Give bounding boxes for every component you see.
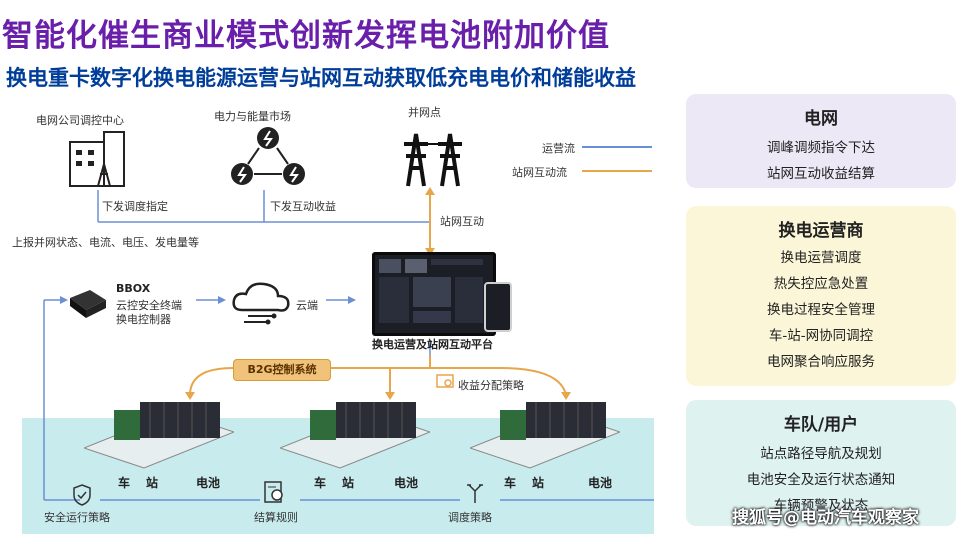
swap-station-2 <box>280 392 430 472</box>
revenue-strategy-label: 收益分配策略 <box>458 379 524 392</box>
station1-battery-label: 电池 <box>196 476 221 490</box>
legend-operation-label: 运营流 <box>542 142 575 155</box>
issue-dispatch-label: 下发调度指定 <box>102 200 168 213</box>
shield-icon <box>72 484 92 506</box>
b2g-control-system: B2G控制系统 <box>233 359 331 381</box>
station2-car-label: 车 <box>314 476 327 490</box>
station2-battery-label: 电池 <box>394 476 419 490</box>
fleet-panel-item: 车辆预警及状态 <box>773 498 869 514</box>
station3-battery-label: 电池 <box>588 476 613 490</box>
grid-panel-item: 站网互动收益结算 <box>767 166 875 182</box>
fleet-panel: 车队/用户 站点路径导航及规划 电池安全及运行状态通知 车辆预警及状态 <box>686 400 956 526</box>
station-grid-interaction-label: 站网互动 <box>440 215 484 228</box>
settlement-rules-label: 结算规则 <box>254 511 298 524</box>
station1-station-label: 站 <box>146 476 159 490</box>
cloud-icon <box>228 280 294 328</box>
watermark: 搜狐号@电动汽车观察家 <box>732 508 919 528</box>
mobile-phone <box>484 282 512 332</box>
operator-panel-item: 电网聚合响应服务 <box>767 354 875 370</box>
operator-panel-item: 热失控应急处置 <box>773 276 869 292</box>
operator-panel-item: 车-站-网协同调控 <box>768 328 874 344</box>
swap-station-3 <box>470 392 620 472</box>
power-market-label: 电力与能量市场 <box>214 110 291 123</box>
cloud-label: 云端 <box>296 299 318 312</box>
station3-station-label: 站 <box>532 476 545 490</box>
fleet-panel-title: 车队/用户 <box>783 415 859 435</box>
grid-panel-title: 电网 <box>804 109 838 129</box>
platform-monitor <box>372 252 496 336</box>
fleet-panel-item: 站点路径导航及规划 <box>760 446 882 462</box>
building-icon <box>62 128 132 190</box>
report-status-label: 上报并网状态、电流、电压、发电量等 <box>12 236 199 249</box>
safety-strategy-label: 安全运行策略 <box>44 511 110 524</box>
operator-panel: 换电运营商 换电运营调度 热失控应急处置 换电过程安全管理 车-站-网协同调控 … <box>686 206 956 386</box>
dispatch-arrows-icon <box>464 482 486 504</box>
bbox-title: BBOX <box>116 282 151 295</box>
station2-station-label: 站 <box>342 476 355 490</box>
bbox-device-icon <box>66 286 110 320</box>
dispatch-strategy-label: 调度策略 <box>448 511 492 524</box>
station1-car-label: 车 <box>118 476 131 490</box>
operator-panel-item: 换电运营调度 <box>780 250 862 266</box>
page-title: 智能化催生商业模式创新发挥电池附加价值 <box>2 18 610 54</box>
operator-panel-title: 换电运营商 <box>778 221 864 241</box>
settlement-doc-icon <box>262 480 286 504</box>
power-market-icon <box>228 124 308 188</box>
platform-label: 换电运营及站网互动平台 <box>372 338 493 351</box>
bbox-desc-1: 云控安全终端 <box>116 299 182 312</box>
legend-interaction-label: 站网互动流 <box>512 166 567 179</box>
issue-revenue-label: 下发互动收益 <box>270 200 336 213</box>
bbox-desc-2: 换电控制器 <box>116 313 171 326</box>
operator-panel-item: 换电过程安全管理 <box>767 302 875 318</box>
page-subtitle: 换电重卡数字化换电能源运营与站网互动获取低充电电价和储能收益 <box>6 66 636 90</box>
station3-car-label: 车 <box>504 476 517 490</box>
fleet-panel-item: 电池安全及运行状态通知 <box>746 472 896 488</box>
grid-panel: 电网 调峰调频指令下达 站网互动收益结算 <box>686 94 956 188</box>
transmission-tower-icon <box>398 124 468 188</box>
grid-dispatch-center-label: 电网公司调控中心 <box>36 114 124 127</box>
revenue-strategy-icon <box>436 374 456 390</box>
grid-point-label: 并网点 <box>408 106 441 119</box>
swap-station-1 <box>84 392 234 472</box>
grid-panel-item: 调峰调频指令下达 <box>767 140 875 156</box>
